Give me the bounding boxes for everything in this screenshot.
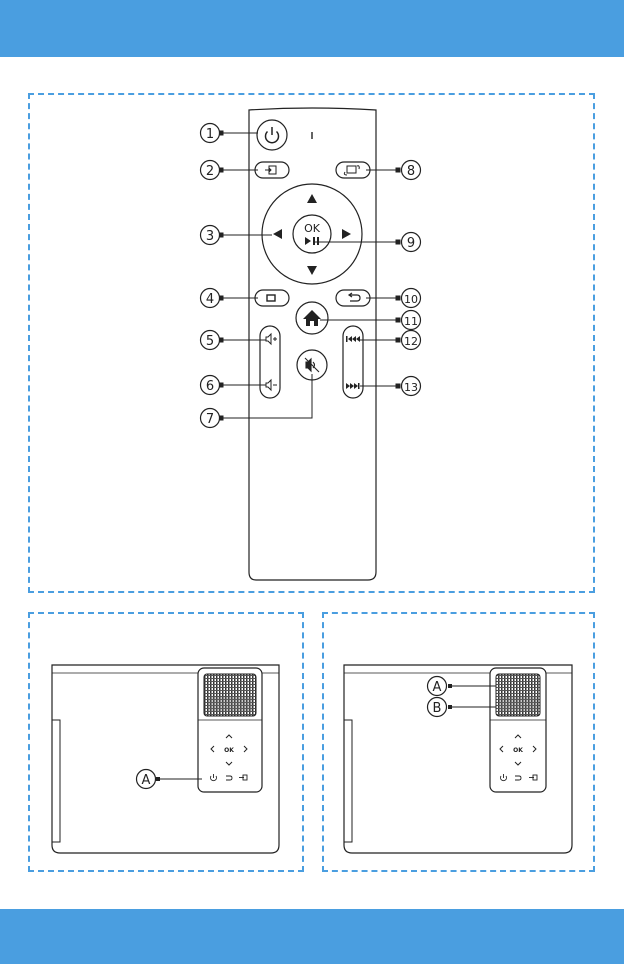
callout-1: 1 <box>206 127 214 142</box>
volume-rocker[interactable] <box>260 326 280 398</box>
source-button[interactable] <box>255 162 289 178</box>
callout-5: 5 <box>206 334 214 349</box>
callout-A-right: A <box>433 680 442 695</box>
ok-label-right[interactable]: OK <box>513 747 523 754</box>
rotate-screen-button[interactable] <box>336 162 370 178</box>
callout-B-right: B <box>433 701 442 716</box>
projector-right: OK A B <box>344 665 572 853</box>
callout-13: 13 <box>404 381 418 394</box>
callout-7: 7 <box>206 412 214 427</box>
track-rocker[interactable] <box>343 326 363 398</box>
ok-label: OK <box>304 222 321 235</box>
ok-play-pause-button[interactable]: OK <box>293 215 331 253</box>
callout-3: 3 <box>206 229 214 244</box>
callout-4: 4 <box>206 292 214 307</box>
callout-10: 10 <box>404 293 418 306</box>
callout-12: 12 <box>404 335 418 348</box>
home-button[interactable] <box>296 302 328 334</box>
callout-6: 6 <box>206 379 214 394</box>
callout-2: 2 <box>206 164 214 179</box>
ok-label-left[interactable]: OK <box>224 747 234 754</box>
callout-11: 11 <box>404 315 418 328</box>
power-button[interactable] <box>257 120 287 150</box>
callout-8: 8 <box>407 164 415 179</box>
back-button[interactable] <box>336 290 370 306</box>
menu-button[interactable] <box>255 290 289 306</box>
callout-9: 9 <box>407 236 415 251</box>
projector-left: OK A <box>52 665 279 853</box>
callout-A-left: A <box>142 773 151 788</box>
